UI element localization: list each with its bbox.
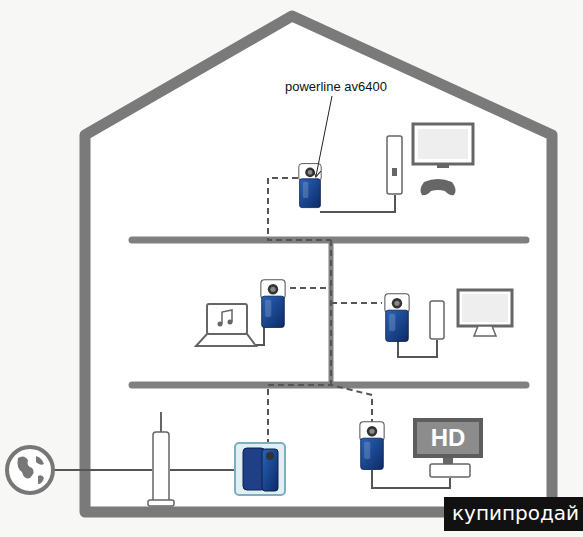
callout-leader [316,96,332,176]
powerline-wiring [268,178,382,455]
powerline-adapter [385,294,409,342]
desktop-pc [430,290,512,339]
hd-tv-stand [430,456,470,477]
modem [148,412,174,506]
base-adapter-frame [235,443,285,495]
game-console [387,136,402,194]
house-outline [85,16,552,512]
gamepad [420,179,455,195]
hd-tv-screen: HD [413,418,483,458]
internet-globe [7,447,53,493]
powerline-adapter [299,164,321,208]
watermark: купипродай [452,501,579,525]
powerline-adapter [360,422,384,470]
powerline-adapter [261,280,285,328]
tv-monitor [413,124,473,168]
floors [132,240,526,385]
base-adapter [243,448,278,491]
callout-label: powerline av6400 [285,79,387,94]
laptop [196,304,256,346]
watermark-box [444,497,583,531]
screen-label: HD [431,424,466,452]
